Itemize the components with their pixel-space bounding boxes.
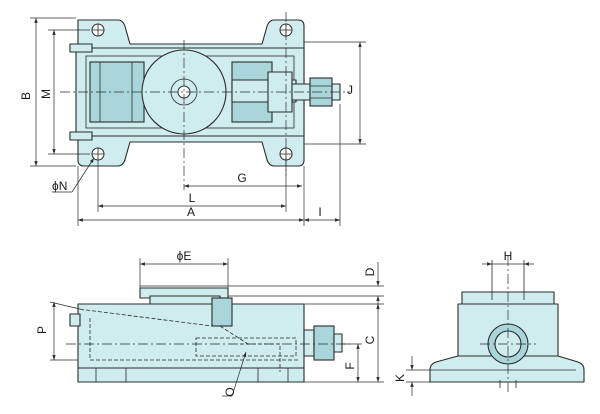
side-base (429, 355, 585, 383)
bolt-bottom-left (69, 131, 93, 141)
mounting-holes (91, 23, 293, 161)
front-body (77, 303, 305, 369)
front-bolt (69, 313, 81, 327)
dim-F-label: F (343, 362, 357, 369)
top-view (60, 12, 350, 190)
front-view-dimensions: ϕE D C F P O (35, 249, 384, 397)
front-screw-nut (303, 329, 315, 357)
top-view-dimensions: B M J G L A I ϕN (19, 17, 366, 226)
dim-B-label: B (19, 92, 33, 100)
dim-P-label: P (35, 326, 49, 334)
dim-N-label: ϕN (52, 179, 67, 193)
dim-M-label: M (39, 89, 53, 99)
dim-G-label: G (237, 171, 246, 185)
side-view-dimensions: H K (393, 249, 534, 396)
dim-C-label: C (363, 335, 377, 344)
dim-H-label: H (504, 249, 513, 263)
dim-O-label: O (223, 387, 237, 396)
side-view (429, 256, 585, 392)
dim-E-label: ϕE (177, 249, 192, 263)
dim-J-label: J (347, 83, 353, 97)
dim-I-label: I (318, 205, 321, 219)
clamp-block (211, 297, 233, 327)
dim-D-label: D (363, 267, 377, 276)
bolt-top-left (69, 43, 93, 53)
front-view (66, 287, 350, 383)
dim-L-label: L (189, 191, 196, 205)
front-hex-nut (313, 325, 335, 361)
dim-A-label: A (187, 205, 195, 219)
front-base (77, 367, 305, 383)
dim-K-label: K (393, 374, 407, 382)
